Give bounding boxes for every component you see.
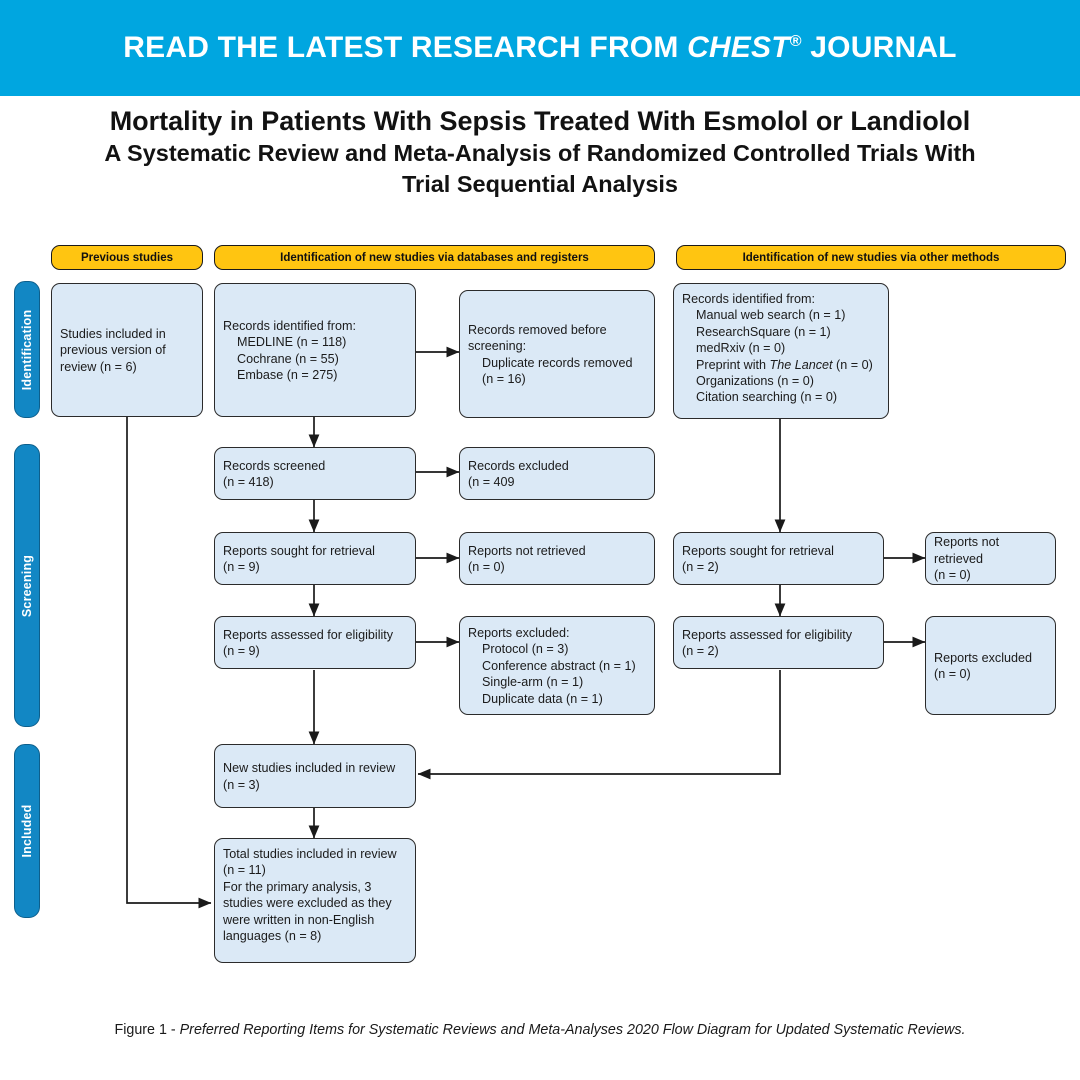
node-text: Reports assessed for eligibility (n = 9) [223,627,394,658]
node-text: Reports excluded (n = 0) [934,650,1033,681]
node-records-screened: Records screened (n = 418) [214,447,416,500]
banner-suffix: JOURNAL [801,31,957,64]
article-title: Mortality in Patients With Sepsis Treate… [0,104,1080,200]
article-subtitle-line-1: A Systematic Review and Meta-Analysis of… [104,140,976,166]
node-text: Reports not retrieved (n = 0) [934,535,1000,583]
node-reports-sought-databases: Reports sought for retrieval (n = 9) [214,532,416,585]
node-text: Reports assessed for eligibility (n = 2) [682,627,853,658]
article-subtitle-line-2: Trial Sequential Analysis [401,171,678,197]
column-header-databases-registers: Identification of new studies via databa… [214,245,655,270]
banner-brand: CHEST [687,31,790,64]
node-records-removed-before-screening: Records removed before screening: Duplic… [459,290,655,418]
node-total-studies-included: Total studies included in review (n = 11… [214,838,416,963]
node-text: Reports excluded: Protocol (n = 3) Confe… [468,625,636,706]
source-journal-name: The Lancet [769,357,833,372]
arrow-previous-to-total [126,417,212,909]
column-header-label: Identification of new studies via other … [742,251,1000,264]
banner-title: READ THE LATEST RESEARCH FROM CHEST® JOU… [123,31,956,65]
node-reports-not-retrieved-other: Reports not retrieved (n = 0) [925,532,1056,585]
other-methods-source-item: Preprint with The Lancet (n = 0) [696,357,880,373]
source-label: Manual web search (n = 1) [696,308,846,323]
node-records-identified-databases: Records identified from: MEDLINE (n = 11… [214,283,416,417]
registered-trademark-icon: ® [789,33,802,50]
node-records-excluded: Records excluded (n = 409 [459,447,655,500]
figure-caption-body: Preferred Reporting Items for Systematic… [179,1022,966,1038]
other-methods-source-item: Manual web search (n = 1) [696,307,880,323]
chest-journal-banner: READ THE LATEST RESEARCH FROM CHEST® JOU… [0,0,1080,96]
column-header-label: Identification of new studies via databa… [280,251,589,264]
column-header-label: Previous studies [80,251,174,264]
node-reports-excluded-databases: Reports excluded: Protocol (n = 3) Confe… [459,616,655,715]
other-methods-source-item: ResearchSquare (n = 1) [696,324,880,340]
node-text: Records removed before screening: Duplic… [468,322,633,386]
other-methods-source-item: Citation searching (n = 0) [696,389,880,405]
stage-bar-label: Included [20,804,34,858]
other-methods-source-item: medRxiv (n = 0) [696,340,880,356]
node-reports-assessed-other: Reports assessed for eligibility (n = 2) [673,616,884,669]
node-text: Reports sought for retrieval (n = 9) [223,543,375,574]
banner-prefix: READ THE LATEST RESEARCH FROM [123,31,688,64]
stage-bar-screening: Screening [14,444,40,727]
source-label: ResearchSquare (n = 1) [696,324,831,339]
source-label: medRxiv (n = 0) [696,341,786,356]
stage-bar-included: Included [14,744,40,918]
node-reports-excluded-other: Reports excluded (n = 0) [925,616,1056,715]
source-label: Preprint with [696,357,770,372]
column-header-other-methods: Identification of new studies via other … [676,245,1066,270]
node-reports-assessed-databases: Reports assessed for eligibility (n = 9) [214,616,416,669]
node-text: Records screened (n = 418) [223,458,326,489]
node-text: Records identified from: MEDLINE (n = 11… [223,318,356,382]
node-text-lead: Records identified from: [682,292,815,306]
node-reports-not-retrieved-databases: Reports not retrieved (n = 0) [459,532,655,585]
figure-caption-lead: Figure 1 - [114,1022,180,1038]
source-count: (n = 0) [832,357,873,372]
column-header-previous-studies: Previous studies [51,245,203,270]
node-text: Total studies included in review (n = 11… [223,847,397,944]
node-previous-studies-included: Studies included in previous version of … [51,283,203,417]
stage-bar-label: Screening [20,554,34,617]
other-methods-source-list: Manual web search (n = 1)ResearchSquare … [682,307,880,405]
node-text: Reports not retrieved (n = 0) [468,543,586,574]
node-text: Records excluded (n = 409 [468,458,569,489]
node-text: Reports sought for retrieval (n = 2) [682,543,834,574]
node-text: New studies included in review (n = 3) [223,761,396,792]
stage-bar-label: Identification [20,309,34,390]
node-text: Studies included in previous version of … [60,326,166,374]
page-title: Mortality in Patients With Sepsis Treate… [109,106,971,136]
stage-bar-identification: Identification [14,281,40,418]
node-reports-sought-other: Reports sought for retrieval (n = 2) [673,532,884,585]
other-methods-source-item: Organizations (n = 0) [696,373,880,389]
figure-caption: Figure 1 - Preferred Reporting Items for… [0,1022,1080,1038]
node-new-studies-included: New studies included in review (n = 3) [214,744,416,808]
source-label: Citation searching (n = 0) [696,390,838,405]
source-label: Organizations (n = 0) [696,374,814,389]
node-records-identified-other-methods: Records identified from: Manual web sear… [673,283,889,419]
